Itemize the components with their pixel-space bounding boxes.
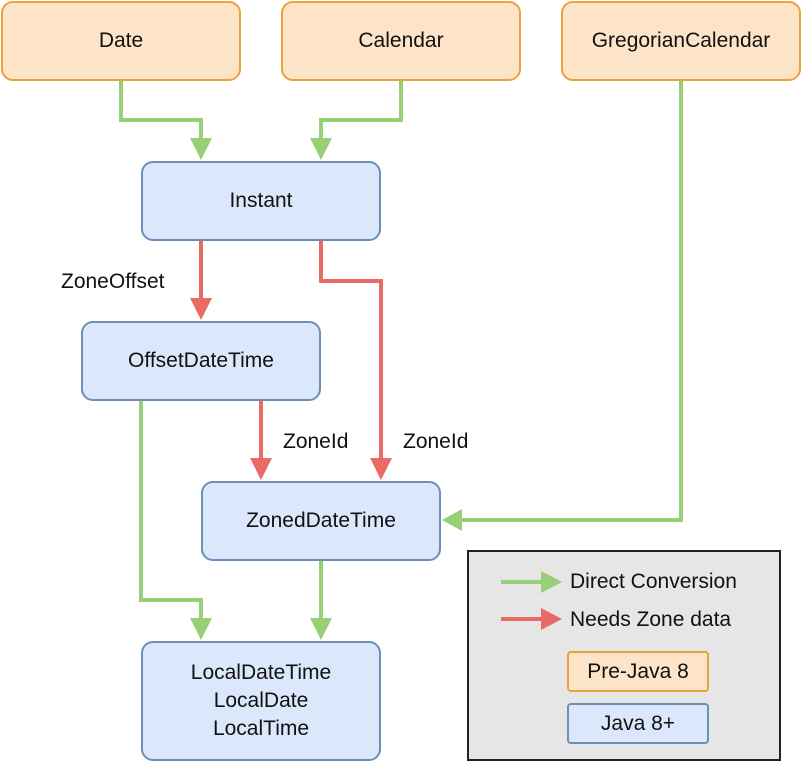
legend-red-arrowhead [541, 608, 562, 630]
node-gregorian-calendar: GregorianCalendar [561, 1, 801, 81]
legend-green-arrowhead [541, 571, 562, 593]
legend-java8-label: Java 8+ [600, 711, 676, 735]
node-calendar-label: Calendar [358, 29, 444, 52]
node-local-time-label: LocalTime [212, 717, 310, 740]
arrow-date-to-instant [119, 81, 203, 150]
node-zoned-date-time-label: ZonedDateTime [246, 509, 396, 532]
node-instant-label: Instant [229, 189, 293, 212]
arrowhead-instant-to-zoned [370, 458, 392, 480]
legend-swatches [501, 571, 562, 630]
edge-label-zone-offset: ZoneOffset [61, 270, 165, 293]
node-local-types: LocalDateTime LocalDate LocalTime [141, 641, 381, 761]
arrowhead-zoned-to-local [310, 618, 332, 640]
arrowhead-calendar-to-instant [310, 138, 332, 160]
node-offset-date-time-label: OffsetDateTime [128, 349, 274, 372]
node-offset-date-time: OffsetDateTime [81, 321, 321, 401]
arrow-calendar-to-instant [319, 81, 403, 150]
arrowhead-gregorian-to-zoned [442, 509, 462, 531]
legend-pre-java8-label: Pre-Java 8 [587, 659, 689, 683]
legend-pre-java8: Pre-Java 8 [567, 651, 709, 692]
arrow-offset-to-local [139, 401, 203, 630]
legend-needs-zone-data: Needs Zone data [570, 608, 732, 631]
edge-label-zone-id-instant: ZoneId [403, 430, 469, 453]
node-zoned-date-time: ZonedDateTime [201, 481, 441, 561]
arrowhead-offset-to-zoned [250, 458, 272, 480]
arrow-gregorian-to-zoned [455, 81, 683, 522]
arrowhead-offset-to-local [190, 618, 212, 640]
arrowhead-instant-to-offset [190, 298, 212, 320]
legend-direct-conversion: Direct Conversion [570, 570, 737, 593]
node-local-date-time-label: LocalDateTime [190, 661, 332, 684]
node-gregorian-calendar-label: GregorianCalendar [591, 29, 771, 52]
edge-label-zone-id-offset: ZoneId [283, 430, 349, 453]
node-date-label: Date [98, 29, 144, 52]
legend-java8: Java 8+ [567, 703, 709, 744]
legend: Direct Conversion Needs Zone data Pre-Ja… [467, 550, 781, 761]
arrowhead-date-to-instant [190, 138, 212, 160]
node-date: Date [1, 1, 241, 81]
arrow-instant-to-zoned [319, 241, 383, 470]
node-local-date-label: LocalDate [213, 689, 309, 712]
node-calendar: Calendar [281, 1, 521, 81]
node-instant: Instant [141, 161, 381, 241]
